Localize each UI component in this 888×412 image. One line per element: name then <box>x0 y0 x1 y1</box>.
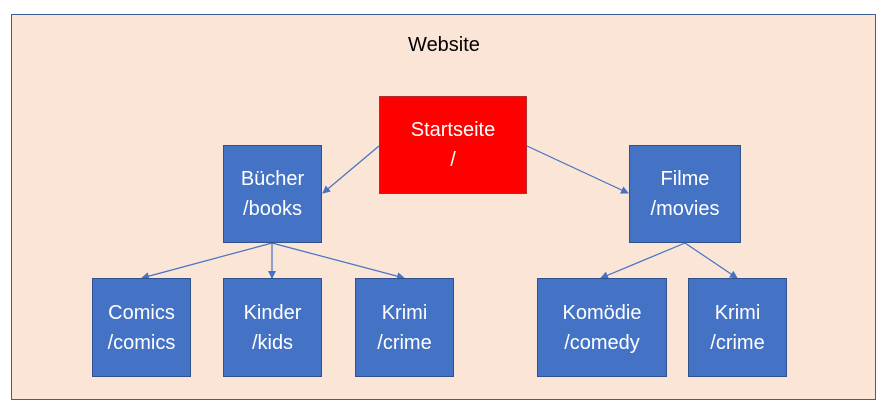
node-startseite[interactable]: Startseite / <box>379 96 527 194</box>
node-comics-path: /comics <box>107 331 176 354</box>
node-comics[interactable]: Comics /comics <box>92 278 191 377</box>
node-comedy-name: Komödie <box>562 301 642 324</box>
node-comics-name: Comics <box>108 301 175 324</box>
node-books-crime-path: /crime <box>377 331 432 354</box>
node-books-crime-name: Krimi <box>381 301 428 324</box>
node-kids-path: /kids <box>251 331 294 354</box>
node-books-name: Bücher <box>240 168 305 190</box>
node-startseite-path: / <box>450 149 456 171</box>
node-movies[interactable]: Filme /movies <box>629 145 741 243</box>
diagram-title: Website <box>408 34 480 56</box>
node-movies-name: Filme <box>660 168 710 190</box>
node-movies-path: /movies <box>650 198 720 220</box>
node-movies-crime-path: /crime <box>710 331 765 354</box>
node-books[interactable]: Bücher /books <box>223 145 322 243</box>
node-kids[interactable]: Kinder /kids <box>223 278 322 377</box>
node-books-path: /books <box>243 198 302 220</box>
node-movies-crime[interactable]: Krimi /crime <box>688 278 787 377</box>
node-kids-name: Kinder <box>243 301 302 324</box>
node-comedy[interactable]: Komödie /comedy <box>537 278 667 377</box>
node-books-crime[interactable]: Krimi /crime <box>355 278 454 377</box>
node-comedy-path: /comedy <box>564 331 640 354</box>
node-movies-crime-name: Krimi <box>714 301 761 324</box>
node-startseite-name: Startseite <box>410 119 496 141</box>
